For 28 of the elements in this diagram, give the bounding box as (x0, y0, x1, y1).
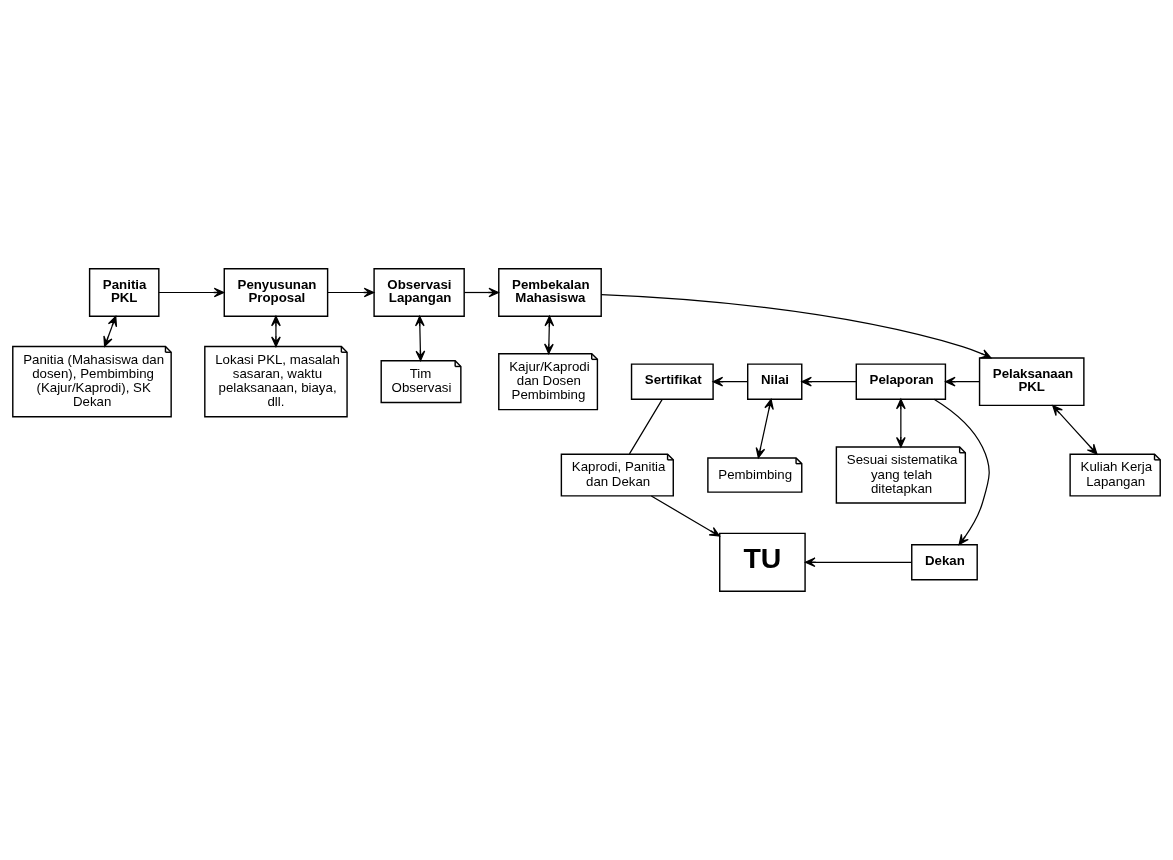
node-box: Penyusunan Proposal (223, 268, 329, 317)
node-box: Panitia PKL (88, 268, 160, 317)
node-box: Nilai (747, 363, 803, 400)
node-box: Pelaksanaan PKL (978, 357, 1085, 407)
arrow (712, 376, 749, 387)
arrow (271, 315, 281, 348)
arrow (158, 287, 225, 298)
arrow (804, 557, 913, 568)
arrow (327, 287, 375, 298)
arrow (895, 398, 906, 448)
arrow (463, 287, 500, 298)
node-box: Observasi Lapangan (373, 268, 465, 317)
node-box: Sertifikat (630, 363, 714, 400)
arrow (544, 315, 555, 355)
node-box: Dekan (911, 544, 978, 581)
node-box: Pelaporan (855, 363, 947, 400)
node-box: Pembekalan Mahasiswa (498, 268, 602, 317)
arrow (1052, 405, 1098, 455)
arrow (933, 398, 990, 546)
arrow (600, 294, 992, 359)
node-box: TU (719, 532, 806, 592)
arrow (650, 495, 721, 537)
connector (628, 398, 663, 455)
arrow (801, 376, 857, 387)
arrow (414, 315, 426, 362)
arrow (755, 398, 774, 459)
arrow (944, 376, 980, 387)
arrow (103, 315, 118, 348)
